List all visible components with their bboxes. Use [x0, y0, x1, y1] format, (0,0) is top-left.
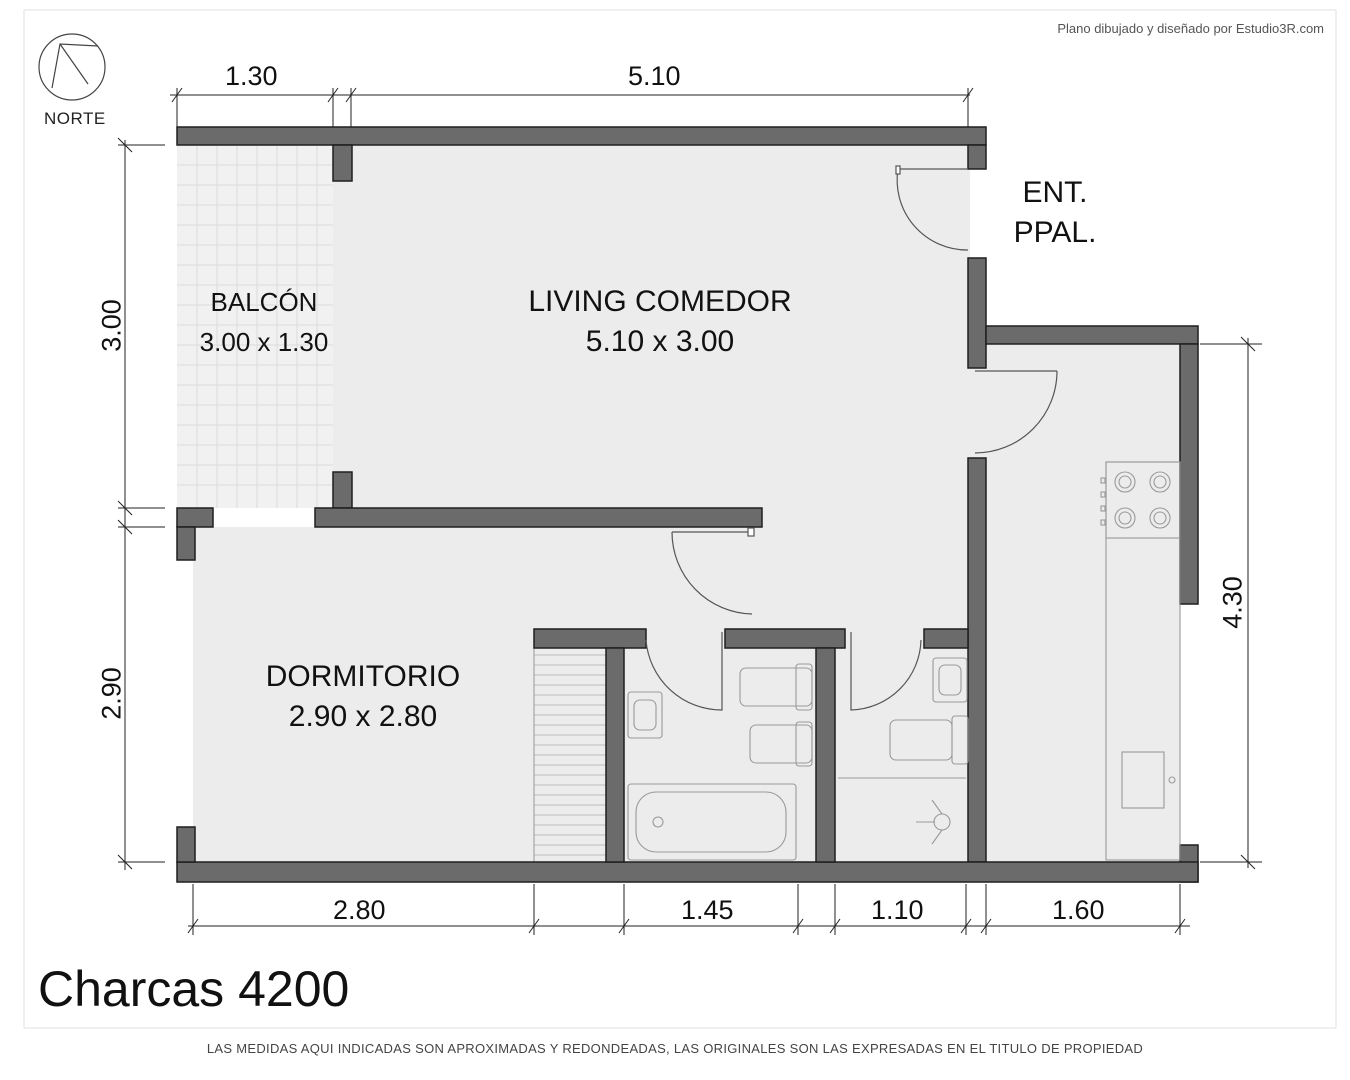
wall-living-bottom — [314, 507, 763, 528]
wall-left-lower — [176, 826, 196, 863]
dim-bottom-kitchen: 1.60 — [1052, 895, 1105, 925]
wall-kitchen-right — [1179, 343, 1199, 605]
balcony-tiles — [177, 145, 333, 508]
wall-bath1-left — [605, 647, 625, 863]
wall-bath-divider — [815, 647, 836, 863]
room-bedroom-name: DORMITORIO — [265, 660, 461, 693]
doors — [645, 165, 1058, 711]
bath1-door — [645, 632, 723, 711]
kitchen-sink — [1121, 751, 1165, 809]
dim-right: 4.30 — [1217, 576, 1248, 629]
kitchen-door — [974, 370, 1058, 454]
bathtub — [627, 783, 797, 861]
dim-left-lower: 2.90 — [96, 667, 127, 720]
entrance-door — [896, 168, 969, 251]
dim-bottom-bath1: 1.45 — [681, 895, 734, 925]
wall-right-upper — [967, 144, 987, 170]
room-living-name: LIVING COMEDOR — [528, 285, 792, 318]
dim-top-living: 5.10 — [628, 61, 681, 91]
stove — [1105, 461, 1181, 539]
wall-kitchen-top — [985, 325, 1199, 345]
entrance-line-2: PPAL. — [1013, 216, 1097, 249]
north-label: NORTE — [44, 109, 106, 128]
property-title: Charcas 4200 — [38, 961, 350, 1017]
wall-bottom — [176, 861, 1199, 883]
dimension-lines — [117, 87, 1262, 935]
disclaimer-text: LAS MEDIDAS AQUI INDICADAS SON APROXIMAD… — [206, 1041, 1144, 1056]
wall-left-post — [176, 526, 196, 561]
bath2-door — [850, 632, 922, 711]
room-balcony: BALCÓN 3.00 x 1.30 — [177, 282, 351, 362]
room-living: LIVING COMEDOR 5.10 x 3.00 — [455, 282, 865, 362]
walls — [176, 126, 1199, 883]
room-bedroom: DORMITORIO 2.90 x 2.80 — [213, 657, 513, 737]
wall-wardrobe-top — [533, 628, 647, 649]
room-balcony-name: BALCÓN — [210, 287, 318, 317]
room-living-size: 5.10 x 3.00 — [585, 325, 735, 358]
bath1-sink — [627, 691, 663, 739]
north-arrow-icon — [38, 33, 106, 101]
entrance-line-1: ENT. — [1022, 176, 1088, 209]
bath2-sink — [932, 657, 968, 703]
drawing-frame — [23, 9, 1337, 1029]
dim-top-balcony: 1.30 — [225, 61, 278, 91]
dim-left-upper: 3.00 — [96, 299, 127, 352]
wall-top-stub — [332, 144, 353, 182]
credit-text: Plano dibujado y diseñado por Estudio3R.… — [1057, 21, 1324, 36]
wall-balcony-stub — [332, 471, 353, 509]
wall-left-top-post — [176, 507, 214, 528]
wall-right-mid — [967, 257, 987, 369]
bedroom-door — [671, 531, 753, 615]
wall-bath1-top — [724, 628, 846, 649]
room-entrance: ENT. PPAL. — [990, 173, 1120, 253]
room-balcony-size: 3.00 x 1.30 — [199, 327, 329, 357]
dim-bottom-bath2: 1.10 — [871, 895, 924, 925]
dim-bottom-bedroom: 2.80 — [333, 895, 386, 925]
room-bedroom-size: 2.90 x 2.80 — [288, 700, 438, 733]
wall-bath2-top — [923, 628, 969, 649]
fixtures — [627, 461, 1181, 861]
wall-corridor-right — [967, 457, 987, 863]
wall-top — [176, 126, 987, 146]
